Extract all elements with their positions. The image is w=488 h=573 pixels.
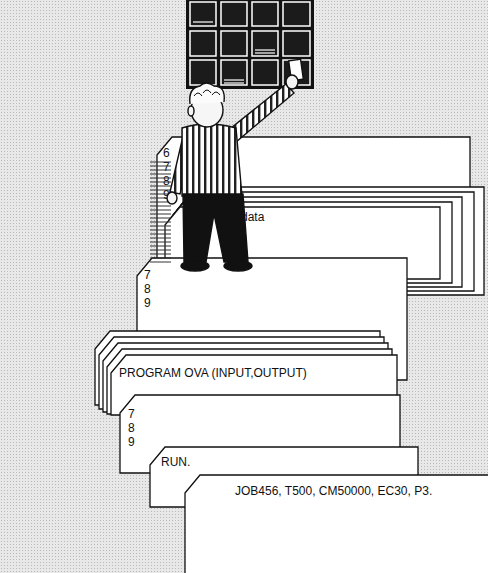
punch-card: JOB456, T500, CM50000, EC30, P3. [185,475,488,573]
card-outline-shape [185,475,488,573]
punch-rows: 7 8 9 [144,268,152,310]
punch-rows: 7 8 9 [128,407,136,449]
card-text: PROGRAM OVA (INPUT,OUTPUT) [119,366,307,380]
card-text: data [241,210,264,224]
card-text: RUN. [161,455,190,469]
punch-rows: 6 7 8 9 [163,146,171,202]
card-text: JOB456, T500, CM50000, EC30, P3. [235,484,432,498]
pigeonhole-cabinet [186,0,314,89]
